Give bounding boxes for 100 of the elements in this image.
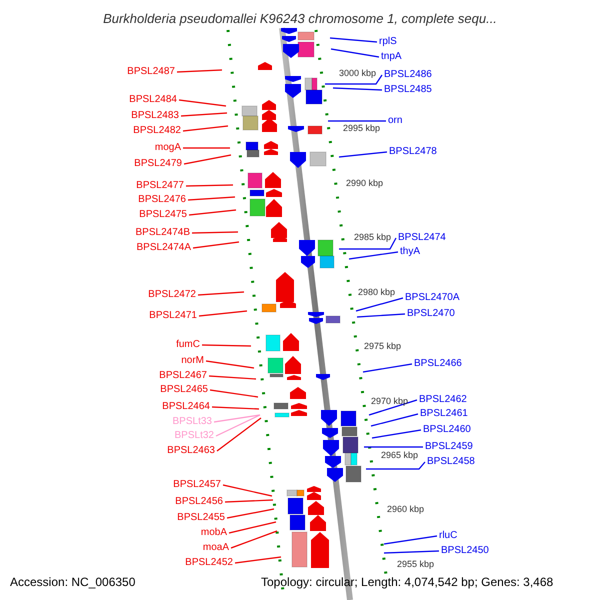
gene-label: BPSL2477	[136, 179, 184, 193]
leader-line	[364, 446, 423, 448]
gene-label: rluC	[439, 529, 458, 543]
leader-line	[370, 413, 418, 427]
gene-label: BPSL2450	[441, 544, 489, 558]
leader-line	[206, 360, 254, 369]
gene-label: BPSL2474	[398, 231, 446, 245]
gene-label: BPSL2476	[138, 193, 186, 207]
leader-line	[178, 99, 226, 107]
gene-label: BPSL2475	[139, 208, 187, 222]
scale-label: 3000 kbp	[339, 68, 376, 79]
leader-line	[368, 399, 418, 416]
leader-line	[182, 125, 228, 132]
map-title: Burkholderia pseudomallei K96243 chromosome 1, complete sequ...	[102, 10, 498, 28]
gene-label: BPSL2460	[423, 423, 471, 437]
leader-line	[230, 530, 278, 549]
gene-label: BPSL2478	[389, 145, 437, 159]
gene-label: BPSL2457	[173, 478, 221, 492]
gene-label: BPSL2486	[384, 68, 432, 82]
leader-line	[188, 196, 236, 201]
gene-label: BPSL2472	[148, 288, 196, 302]
leader-line	[184, 154, 232, 165]
scale-label: 2995 kbp	[343, 123, 380, 134]
leader-line	[348, 251, 398, 260]
leader-line	[186, 184, 234, 187]
gene-label: BPSL2463	[167, 444, 215, 458]
gene-label: BPSL2466	[414, 357, 462, 371]
scale-label: 2980 kbp	[358, 287, 396, 298]
scale-label: 2955 kbp	[397, 559, 434, 570]
leader-line	[216, 418, 262, 452]
leader-line	[208, 375, 256, 380]
leader-line	[372, 429, 422, 439]
gene-label: BPSL2464	[162, 400, 210, 414]
leader-line	[226, 508, 274, 519]
gene-label: BPSL2482	[133, 124, 181, 138]
leader-line	[192, 231, 238, 234]
leader-line	[180, 112, 228, 117]
leader-line	[330, 48, 380, 58]
gene-label: mobA	[200, 526, 227, 540]
leader-line	[338, 151, 388, 158]
gene-label: thyA	[400, 245, 420, 259]
gene-label: BPSL2474A	[136, 241, 191, 255]
gene-label: tnpA	[381, 50, 402, 64]
leader-line	[224, 499, 274, 503]
gene-label: BPSLt33	[172, 415, 212, 429]
gene-label: BPSL2470	[407, 307, 455, 321]
leader-line	[234, 556, 282, 564]
scale-label: 2975 kbp	[364, 341, 402, 352]
gene-label: BPSL2470A	[405, 291, 460, 305]
gene-label: BPSL2465	[160, 383, 208, 397]
leader-line	[356, 297, 404, 312]
scale-label: 2960 kbp	[387, 504, 424, 515]
leader-line	[330, 37, 378, 43]
gene-label: BPSL2461	[420, 407, 468, 421]
gene-label: BPSLt32	[174, 429, 214, 443]
leader-line	[228, 521, 276, 534]
leader-line	[384, 535, 438, 545]
gene-label: BPSL2474B	[136, 226, 190, 240]
scale-label: 2965 kbp	[381, 450, 418, 461]
gene-label: BPSL2479	[134, 157, 182, 171]
leader-line	[183, 147, 230, 149]
gene-label: BPSL2455	[177, 511, 225, 525]
leader-line	[198, 291, 244, 296]
leader-line	[214, 414, 260, 423]
leader-line	[212, 406, 260, 410]
scale-label: 2985 kbp	[354, 232, 392, 243]
gene-label: moaA	[202, 541, 229, 555]
leader-line	[325, 74, 382, 85]
gene-label: BPSL2459	[425, 440, 473, 454]
leader-line	[328, 120, 386, 122]
leader-line	[216, 414, 260, 437]
leader-line	[188, 209, 236, 216]
footer-text: Topology: circular; Length: 4,074,542 bp; Genes: 3,468	[261, 575, 554, 589]
leader-line	[384, 550, 440, 554]
gene-label: BPSL2471	[149, 309, 197, 323]
leader-line	[176, 69, 222, 73]
leader-line	[192, 241, 240, 249]
leader-line	[339, 238, 397, 250]
gene-label: BPSL2456	[175, 495, 223, 509]
scale-label: 2970 kbp	[371, 396, 408, 407]
leader-line	[222, 484, 272, 497]
gene-label: BPSL2458	[427, 455, 475, 469]
scale-label: 2990 kbp	[346, 178, 384, 189]
gene-label: norM	[181, 354, 204, 368]
leader-line	[210, 389, 258, 398]
gene-label: rplS	[379, 35, 397, 49]
leader-line	[366, 462, 426, 470]
gene-label: BPSL2485	[384, 83, 432, 97]
leader-line	[202, 344, 252, 347]
leader-line	[198, 310, 248, 317]
gene-label: orn	[388, 114, 402, 128]
gene-label: fumC	[176, 338, 200, 352]
gene-label: BPSL2484	[129, 93, 177, 107]
gene-label: BPSL2483	[131, 109, 179, 123]
gene-label: BPSL2487	[127, 65, 175, 79]
gene-label: BPSL2452	[185, 556, 233, 570]
gene-label: mogA	[154, 141, 181, 155]
footer-text: Accession: NC_006350	[10, 575, 136, 589]
leader-line	[362, 363, 412, 373]
leader-line	[356, 313, 406, 318]
